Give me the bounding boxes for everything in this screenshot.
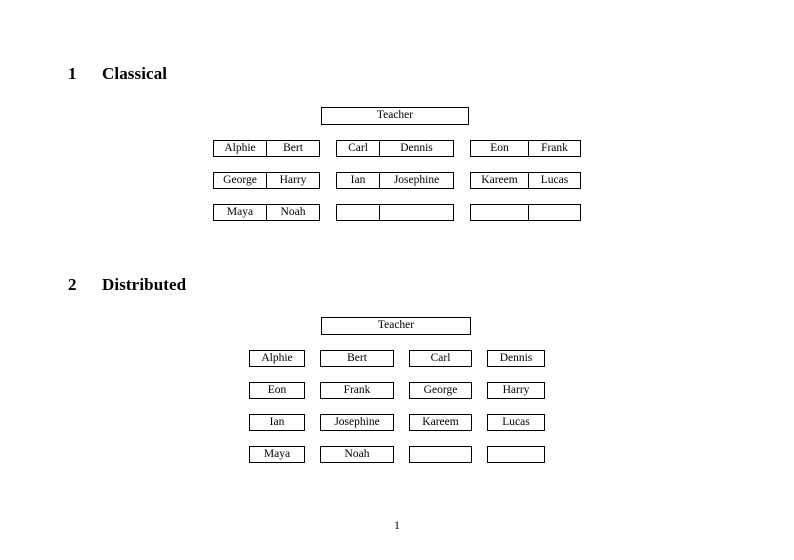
distributed-node-box[interactable]: Noah: [320, 446, 394, 463]
distributed-node-box[interactable]: Alphie: [249, 350, 305, 367]
section-number: 2: [68, 275, 77, 294]
distributed-node-box[interactable]: Frank: [320, 382, 394, 399]
classical-cell[interactable]: Josephine: [393, 173, 440, 186]
classical-cell[interactable]: Alphie: [214, 141, 267, 156]
classical-cell[interactable]: Ian: [337, 173, 380, 188]
classical-cell[interactable]: Harry: [279, 173, 307, 186]
classical-pair-box[interactable]: George Harry: [213, 172, 320, 189]
distributed-node-box[interactable]: Harry: [487, 382, 545, 399]
classical-cell[interactable]: Noah: [280, 205, 306, 218]
classical-pair-box[interactable]: Maya Noah: [213, 204, 320, 221]
distributed-node-box[interactable]: Eon: [249, 382, 305, 399]
classical-pair-box[interactable]: Ian Josephine: [336, 172, 454, 189]
classical-cell[interactable]: Maya: [214, 205, 267, 220]
distributed-node-box[interactable]: George: [409, 382, 472, 399]
classical-pair-box[interactable]: Alphie Bert: [213, 140, 320, 157]
distributed-node-box[interactable]: [409, 446, 472, 463]
classical-pair-box[interactable]: Kareem Lucas: [470, 172, 581, 189]
distributed-node-box[interactable]: Carl: [409, 350, 472, 367]
distributed-teacher-box[interactable]: Teacher: [321, 317, 471, 335]
distributed-node-box[interactable]: Maya: [249, 446, 305, 463]
classical-cell[interactable]: Carl: [337, 141, 380, 156]
distributed-node-box[interactable]: Ian: [249, 414, 305, 431]
distributed-node-box[interactable]: Dennis: [487, 350, 545, 367]
distributed-node-box[interactable]: Kareem: [409, 414, 472, 431]
classical-cell[interactable]: [471, 205, 529, 220]
classical-cell[interactable]: [337, 205, 380, 220]
classical-teacher-box[interactable]: Teacher: [321, 107, 469, 125]
page-number: 1: [394, 520, 400, 532]
classical-cell[interactable]: Frank: [541, 141, 568, 154]
distributed-node-box[interactable]: Lucas: [487, 414, 545, 431]
classical-pair-box[interactable]: Carl Dennis: [336, 140, 454, 157]
classical-cell[interactable]: George: [214, 173, 267, 188]
distributed-node-box[interactable]: Josephine: [320, 414, 394, 431]
classical-pair-box[interactable]: [470, 204, 581, 221]
section-heading-distributed: 2 Distributed: [68, 275, 186, 295]
classical-cell[interactable]: Lucas: [540, 173, 569, 186]
section-number: 1: [68, 64, 77, 83]
section-heading-classical: 1 Classical: [68, 64, 167, 84]
classical-cell[interactable]: Kareem: [471, 173, 529, 188]
section-title: Distributed: [102, 275, 187, 294]
distributed-node-box[interactable]: [487, 446, 545, 463]
classical-cell[interactable]: [380, 205, 453, 220]
classical-pair-box[interactable]: [336, 204, 454, 221]
classical-cell[interactable]: Bert: [283, 141, 303, 154]
distributed-node-box[interactable]: Bert: [320, 350, 394, 367]
classical-pair-box[interactable]: Eon Frank: [470, 140, 581, 157]
section-title: Classical: [102, 64, 168, 83]
classical-cell[interactable]: Eon: [471, 141, 529, 156]
classical-cell[interactable]: [529, 205, 580, 220]
classical-cell[interactable]: Dennis: [400, 141, 433, 154]
